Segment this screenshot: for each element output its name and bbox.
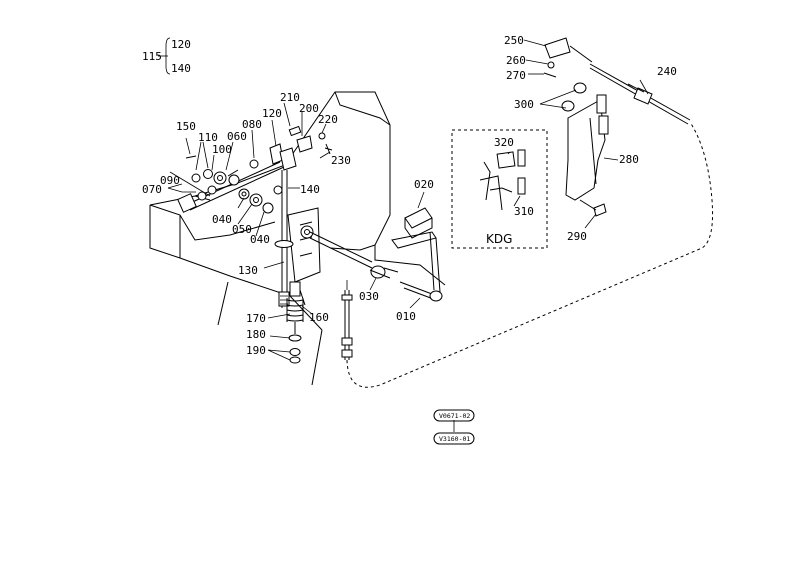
label-160: 160 — [309, 311, 329, 324]
label-260: 260 — [506, 54, 526, 67]
throttle-cable — [346, 63, 713, 388]
label-240: 240 — [657, 65, 677, 78]
yoke-clevis — [269, 125, 333, 171]
label-120: 120 — [262, 107, 282, 120]
label-300: 300 — [514, 98, 534, 111]
label-150: 150 — [176, 120, 196, 133]
label-210: 210 — [280, 91, 300, 104]
label-040-right: 040 — [250, 233, 270, 246]
label-010: 010 — [396, 310, 416, 323]
label-180: 180 — [246, 328, 266, 341]
label-140: 140 — [300, 183, 320, 196]
label-090: 090 — [160, 174, 180, 187]
label-110: 110 — [198, 131, 218, 144]
pedal-rod — [274, 170, 294, 308]
label-040-left: 040 — [212, 213, 232, 226]
label-220: 220 — [318, 113, 338, 126]
right-bracket — [561, 82, 609, 217]
label-080: 080 — [242, 118, 262, 131]
label-120-top: 120 — [171, 38, 191, 51]
label-070: 070 — [142, 183, 162, 196]
label-170: 170 — [246, 312, 266, 325]
label-200: 200 — [299, 102, 319, 115]
part-labels: 115 120 140 150 110 100 060 080 120 210 … — [142, 34, 677, 357]
label-060: 060 — [227, 130, 247, 143]
pedal-pad — [404, 207, 433, 239]
ref-tag-bottom: V3160-01 — [439, 435, 470, 443]
leader-lines — [158, 37, 649, 432]
bracket-plate — [287, 207, 321, 283]
upper-linkage — [177, 155, 285, 214]
ref-tag-top: V0671-02 — [439, 412, 470, 420]
label-115: 115 — [142, 50, 162, 63]
label-310: 310 — [514, 205, 534, 218]
label-320: 320 — [494, 136, 514, 149]
label-290: 290 — [567, 230, 587, 243]
spring-assembly — [286, 281, 306, 364]
label-280: 280 — [619, 153, 639, 166]
label-050: 050 — [232, 223, 252, 236]
reference-tags: V0671-02 V3160-01 — [433, 409, 475, 445]
label-140-top: 140 — [171, 62, 191, 75]
label-250: 250 — [504, 34, 524, 47]
label-270: 270 — [506, 69, 526, 82]
kdg-inset — [451, 129, 548, 249]
label-100: 100 — [212, 143, 232, 156]
label-020: 020 — [414, 178, 434, 191]
label-030: 030 — [359, 290, 379, 303]
label-kdg: KDG — [486, 232, 512, 246]
cable-end — [341, 280, 353, 360]
pedal-lever — [391, 231, 443, 302]
link-rod — [309, 231, 399, 279]
label-190: 190 — [246, 344, 266, 357]
cable-upper-end — [543, 37, 653, 105]
label-230: 230 — [331, 154, 351, 167]
label-130: 130 — [238, 264, 258, 277]
